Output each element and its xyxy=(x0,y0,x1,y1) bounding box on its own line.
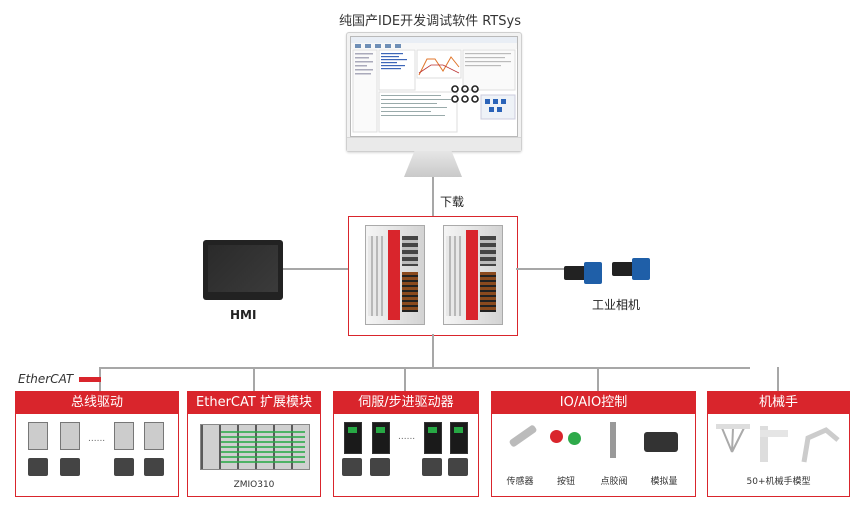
category-title: 机械手 xyxy=(708,392,849,414)
software-title: 纯国产IDE开发调试软件 RTSys xyxy=(0,10,860,29)
category-io-control: IO/AIO控制 传感器 按钮 点胶阀 模拟量 xyxy=(491,391,696,497)
industrial-cameras xyxy=(564,258,664,288)
connector-hmi xyxy=(283,268,348,270)
controller-unit-1 xyxy=(365,225,425,325)
bus-drop-3 xyxy=(404,367,406,391)
bus-drop-2 xyxy=(253,367,255,391)
module-caption: ZMIO310 xyxy=(188,480,320,490)
analog-module-icon xyxy=(644,432,678,452)
robot-caption: 50+机械手模型 xyxy=(708,474,849,487)
bus-drop-5 xyxy=(777,367,779,391)
download-label: 下载 xyxy=(440,193,464,210)
controller-unit-2 xyxy=(443,225,503,325)
io-item-label: 模拟量 xyxy=(642,474,686,487)
category-ethercat-module: EtherCAT 扩展模块 ZMIO310 xyxy=(187,391,321,497)
category-title: IO/AIO控制 xyxy=(492,392,695,414)
camera-label: 工业相机 xyxy=(592,296,640,313)
ethercat-logo: EtherCAT xyxy=(18,372,101,386)
hmi-label: HMI xyxy=(230,308,256,322)
io-item-label: 按钮 xyxy=(544,474,588,487)
button-icon xyxy=(550,430,563,443)
io-item-label: 传感器 xyxy=(498,474,542,487)
ethercat-logo-text: EtherCAT xyxy=(18,372,73,386)
connector-download xyxy=(432,177,434,217)
bus-line xyxy=(99,367,750,369)
io-item-label: 点胶阀 xyxy=(592,474,636,487)
category-title: 伺服/步进驱动器 xyxy=(334,392,478,414)
sensor-icon xyxy=(508,424,537,448)
connector-bus-vertical xyxy=(432,334,434,368)
controller-box xyxy=(348,216,518,336)
robot-models-icon xyxy=(714,422,844,468)
category-servo-drive: 伺服/步进驱动器 ...... xyxy=(333,391,479,497)
dispense-valve-icon xyxy=(610,422,616,458)
monitor-stand xyxy=(404,151,462,177)
category-title: EtherCAT 扩展模块 xyxy=(188,392,320,414)
category-bus-drive: 总线驱动 ...... xyxy=(15,391,179,497)
monitor-chin xyxy=(347,137,521,151)
pc-monitor xyxy=(346,32,522,152)
hmi-panel xyxy=(203,240,283,300)
rtsys-ide-screenshot xyxy=(350,36,518,137)
io-module-image xyxy=(200,424,310,470)
bus-drop-4 xyxy=(597,367,599,391)
category-robot: 机械手 50+机械手模型 xyxy=(707,391,850,497)
connector-camera xyxy=(516,268,566,270)
button-green-icon xyxy=(568,432,581,445)
category-title: 总线驱动 xyxy=(16,392,178,414)
